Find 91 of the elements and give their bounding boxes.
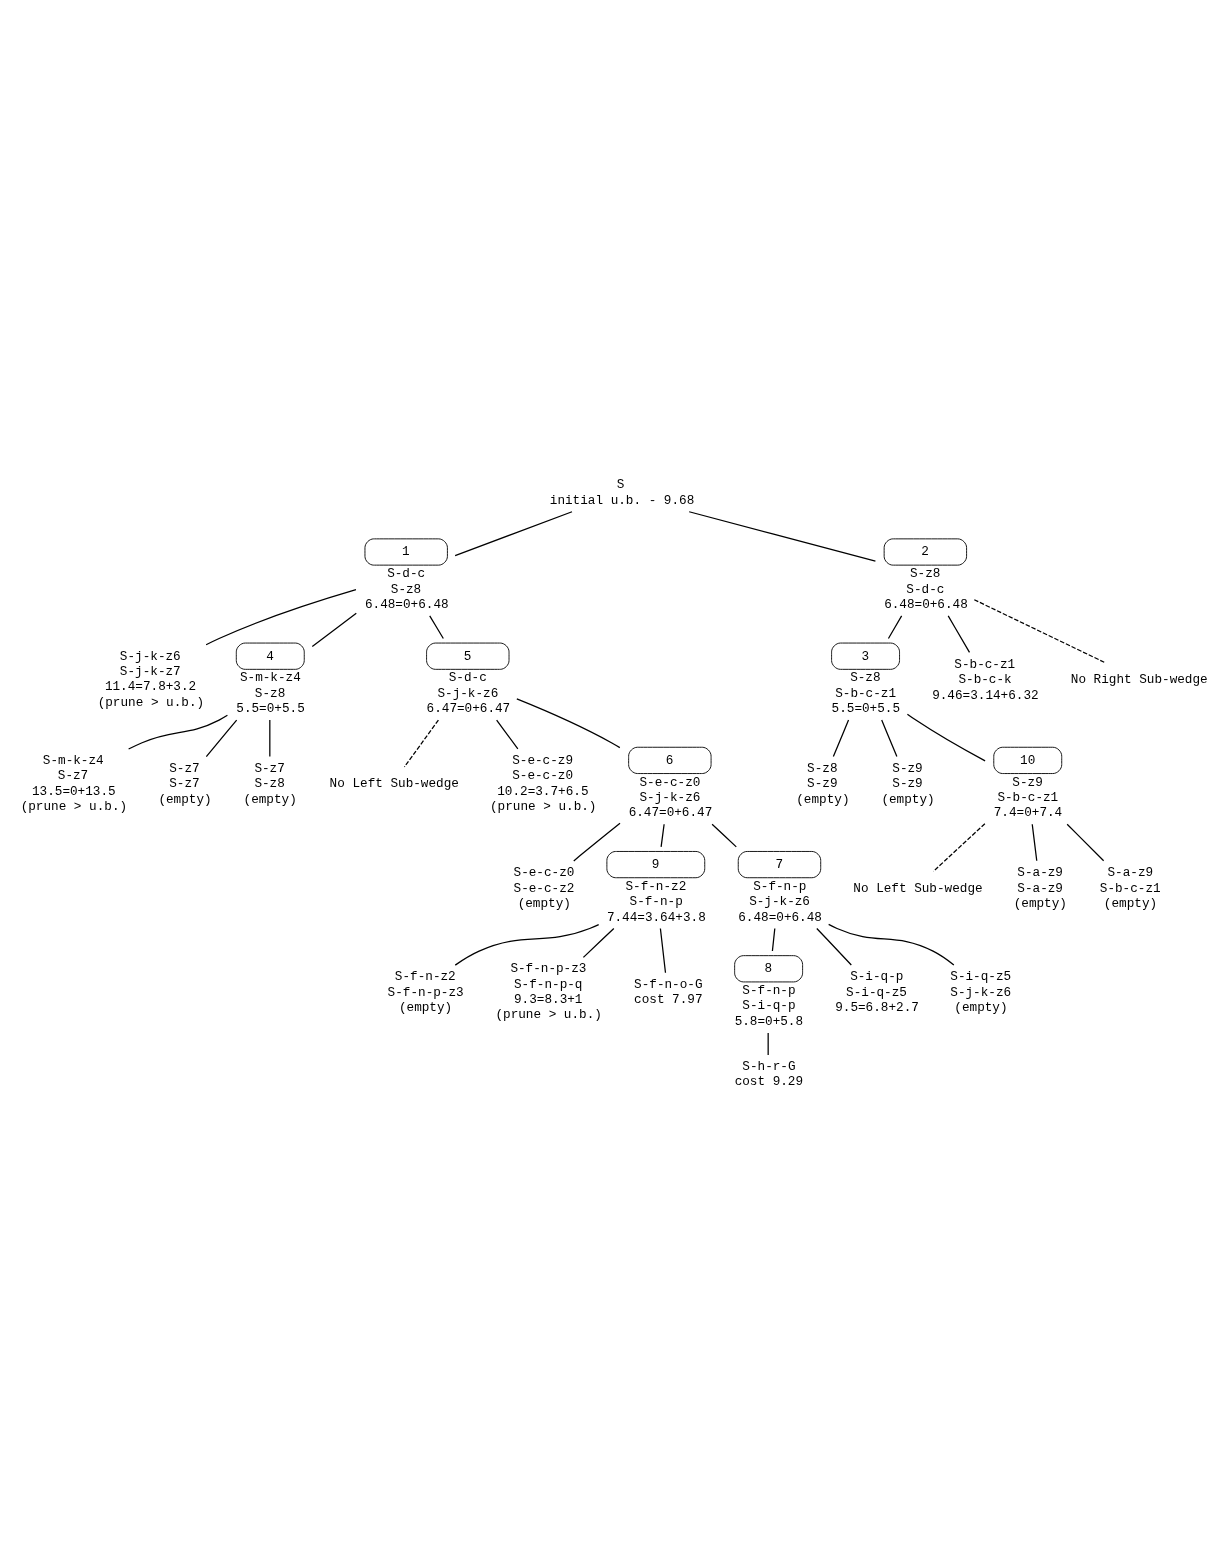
node-box: 5 <box>426 642 510 670</box>
node-text: S-i-q-p S-i-q-z5 9.5=6.8+2.7 <box>835 969 919 1016</box>
node-label: S-j-k-z6 <box>639 789 701 805</box>
node-box: 8 <box>734 955 804 983</box>
connector <box>454 511 573 557</box>
connector <box>816 927 852 966</box>
node-label: S-j-k-z6 <box>437 685 499 701</box>
node-label: 5.5=0+5.5 <box>831 701 901 717</box>
connector <box>688 511 877 562</box>
connector <box>1066 823 1105 862</box>
connector <box>659 927 667 974</box>
node-box: 3 <box>831 642 900 670</box>
connector <box>311 612 357 648</box>
node-label: 6.48=0+6.48 <box>738 909 822 925</box>
connector <box>1031 823 1038 862</box>
node-label: 6.47=0+6.47 <box>628 805 713 821</box>
node-label: 7.44=3.64+3.8 <box>606 909 706 925</box>
node-label: 6.47=0+6.47 <box>426 701 511 717</box>
node-text: S-z9 S-z9 (empty) <box>881 760 935 807</box>
node-label: S-z8 <box>254 685 286 701</box>
node-text: S-h-r-G cost 9.29 <box>734 1059 804 1090</box>
node-label: S-d-c <box>448 670 487 686</box>
node-text: No Left Sub-wedge <box>853 880 983 896</box>
node-label: S-f-n-z2 <box>625 878 687 894</box>
node-box: 9 <box>606 851 706 879</box>
node-label: S-f-n-p <box>742 982 796 998</box>
connector <box>429 615 444 640</box>
node-label: S-z9 <box>1012 774 1043 790</box>
node-box: 6 <box>628 746 712 774</box>
node-text: S-e-c-z0 S-e-c-z2 (empty) <box>513 865 575 911</box>
connector <box>906 713 986 762</box>
connector <box>932 823 986 872</box>
connector <box>205 719 238 758</box>
node-text: S-i-q-z5 S-j-k-z6 (empty) <box>950 969 1012 1016</box>
connector <box>496 719 519 750</box>
node-text: S-a-z9 S-a-z9 (empty) <box>1013 865 1067 911</box>
connector <box>205 589 357 646</box>
node-box: 2 <box>883 538 968 566</box>
node-label: S-j-k-z6 <box>749 894 810 910</box>
connector <box>454 923 600 966</box>
node-label: S-f-n-p <box>629 894 683 910</box>
connector <box>582 927 615 958</box>
node-box: 4 <box>235 642 305 670</box>
node-text: S-b-c-z1 S-b-c-k 9.46=3.14+6.32 <box>932 656 1039 703</box>
node-label: S-m-k-z4 <box>239 670 301 686</box>
node-text: S-j-k-z6 S-j-k-z7 11.4=7.8+3.2 (prune > u.b.) <box>97 648 205 710</box>
connector <box>516 698 621 749</box>
connector <box>660 823 665 848</box>
node-text: S-f-n-z2 S-f-n-p-z3 (empty) <box>387 969 464 1016</box>
connector <box>403 719 440 768</box>
connector <box>711 823 737 848</box>
node-text: No Left Sub-wedge <box>329 776 459 792</box>
node-label: S-f-n-p <box>753 878 807 894</box>
connector <box>973 599 1107 664</box>
node-box: 7 <box>737 851 822 879</box>
connector <box>947 615 971 653</box>
node-text: S-f-n-o-G cost 7.97 <box>634 976 703 1007</box>
node-text: S-m-k-z4 S-z7 13.5=0+13.5 (prune > u.b.) <box>20 752 128 814</box>
connector <box>767 1032 769 1056</box>
connector <box>573 822 621 862</box>
node-label: S-z8 <box>390 581 422 597</box>
connector <box>832 719 850 758</box>
node-box: 1 <box>364 538 448 566</box>
node-label: 5.8=0+5.8 <box>734 1013 804 1029</box>
node-box: 10 <box>993 746 1063 774</box>
node-text: S-f-n-p-z3 S-f-n-p-q 9.3=8.3+1 (prune > u.b.) <box>495 961 602 1023</box>
node-label: S-b-c-z1 <box>997 789 1059 805</box>
node-label: 5.5=0+5.5 <box>236 701 305 717</box>
node-text: S-e-c-z9 S-e-c-z0 10.2=3.7+6.5 (prune > u.b.) <box>490 752 597 814</box>
node-label: 6.48=0+6.48 <box>364 596 449 612</box>
connector <box>771 927 776 952</box>
node-label: S-e-c-z0 <box>639 774 701 790</box>
node-text: No Right Sub-wedge <box>1070 672 1208 688</box>
node-label: S-b-c-z1 <box>835 685 897 701</box>
node-label: S-z8 <box>909 566 941 582</box>
connector <box>887 615 903 640</box>
node-label: S-i-q-p <box>742 998 796 1014</box>
connector <box>269 719 271 758</box>
node-label: 6.48=0+6.48 <box>884 596 968 612</box>
node-label: S-d-c <box>906 581 945 597</box>
node-text: S initial u.b. - 9.68 <box>549 477 695 508</box>
node-text: S-z7 S-z7 (empty) <box>158 760 212 807</box>
connector <box>128 714 229 750</box>
node-text: S-z7 S-z8 (empty) <box>243 760 297 807</box>
node-label: S-d-c <box>387 566 426 582</box>
node-label: S-z8 <box>850 670 881 686</box>
connector <box>828 923 955 966</box>
node-label: 7.4=0+7.4 <box>993 805 1063 821</box>
node-text: S-a-z9 S-b-c-z1 (empty) <box>1099 865 1161 911</box>
connector <box>881 719 898 758</box>
node-text: S-z8 S-z9 (empty) <box>796 760 850 807</box>
